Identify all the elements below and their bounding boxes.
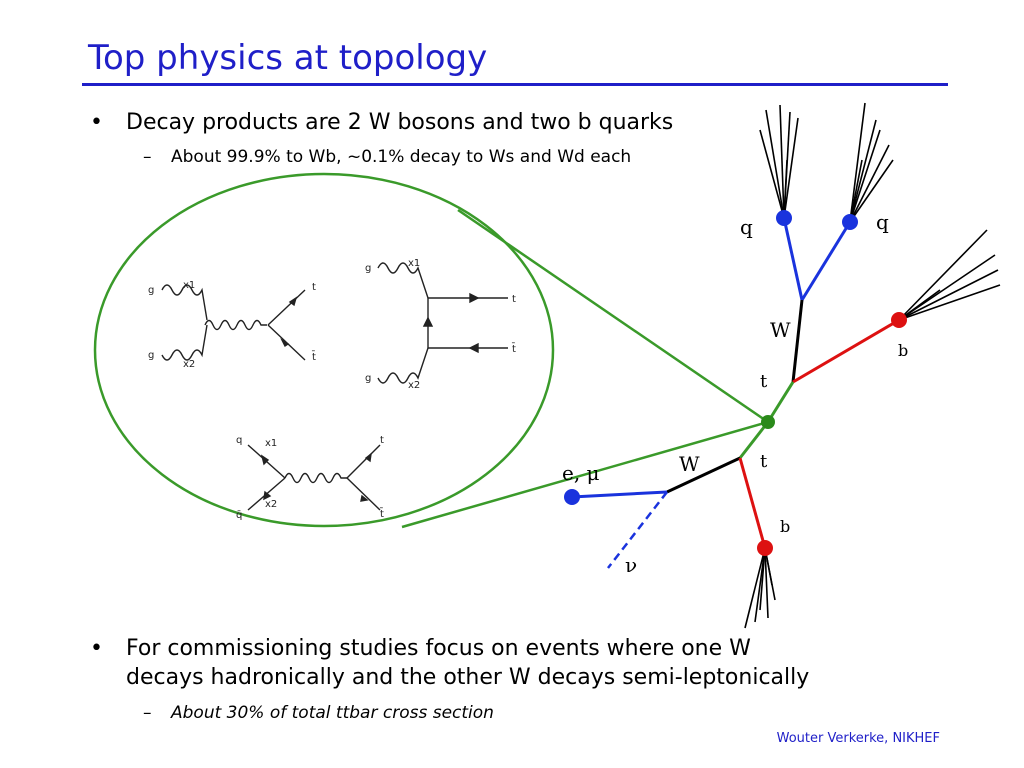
- fd1-x2: x2: [183, 359, 195, 370]
- bullet-2-sub-text: About 30% of total ttbar cross section: [171, 703, 494, 723]
- fd2-x1: x1: [408, 258, 420, 269]
- w-top-line: [791, 299, 804, 383]
- label-w-bottom: W: [679, 452, 700, 476]
- bullet-2-sub: – About 30% of total ttbar cross section: [143, 703, 494, 723]
- label-q1: q: [740, 215, 753, 239]
- bullet-1-text: Decay products are 2 W bosons and two b …: [126, 110, 674, 135]
- t-bottom-line: [738, 421, 770, 459]
- fd2-g2: g: [365, 373, 371, 384]
- bullet-1: • Decay products are 2 W bosons and two …: [90, 110, 674, 135]
- label-t-bottom: t: [760, 451, 768, 472]
- bullet-dot: •: [90, 110, 103, 135]
- neutrino-line: [607, 491, 668, 569]
- title-underline: [82, 83, 948, 86]
- fd3-q: q: [236, 435, 242, 446]
- fd3-t: t: [380, 435, 384, 446]
- fd1-tbar: t̄: [312, 350, 316, 363]
- fd3-tbar: t̄: [380, 507, 384, 520]
- jet-b-top: [898, 229, 1001, 321]
- label-q2: q: [876, 210, 889, 234]
- jet-q1: [759, 104, 799, 219]
- bullet-dot: •: [90, 636, 103, 661]
- bullet-1-sub-text: About 99.9% to Wb, ~0.1% decay to Ws and…: [171, 147, 632, 167]
- fd3-x1: x1: [265, 438, 277, 449]
- feynman-gg-s-channel: [161, 284, 306, 361]
- sub-dash: –: [143, 703, 152, 723]
- lepton-line: [571, 490, 668, 499]
- q2-dot: [842, 214, 858, 230]
- footer-author: Wouter Verkerke, NIKHEF: [776, 731, 940, 746]
- w-bottom-line: [666, 456, 741, 494]
- fd2-x2: x2: [408, 380, 420, 391]
- sub-dash: –: [143, 147, 152, 167]
- t-top-line: [766, 381, 795, 423]
- fd1-t: t: [312, 282, 316, 293]
- fd1-g1: g: [148, 285, 154, 296]
- fd2-tbar: t̄: [512, 342, 516, 355]
- label-w-top: W: [770, 318, 791, 342]
- fd1-x1: x1: [183, 280, 195, 291]
- lepton-dot: [564, 489, 580, 505]
- bullet-2-line-2: decays hadronically and the other W deca…: [126, 665, 810, 690]
- label-t-top: t: [760, 371, 768, 392]
- b-top-dot: [891, 312, 907, 328]
- feynman-qq-s-channel: [247, 444, 381, 511]
- jet-b-bottom: [744, 547, 776, 629]
- label-b-bottom: b: [780, 517, 790, 536]
- b-bottom-dot: [757, 540, 773, 556]
- fd2-t: t: [512, 294, 516, 305]
- feynman-gg-t-channel: [377, 262, 508, 384]
- fd2-g1: g: [365, 263, 371, 274]
- fd3-qbar: q̄: [236, 510, 242, 521]
- slide-title: Top physics at topology: [88, 38, 488, 78]
- b-bottom-line: [738, 457, 767, 549]
- jet-q2: [849, 102, 894, 223]
- fd3-x2: x2: [265, 499, 277, 510]
- q2-line: [800, 221, 852, 301]
- production-vertex: [761, 415, 775, 429]
- bullet-2: • For commissioning studies focus on eve…: [90, 634, 810, 692]
- bullet-1-sub: – About 99.9% to Wb, ~0.1% decay to Ws a…: [143, 147, 632, 167]
- zoom-line-upper: [457, 208, 769, 424]
- label-nu: ν: [625, 553, 637, 577]
- q1-line: [782, 217, 804, 301]
- fd1-g2: g: [148, 350, 154, 361]
- zoom-ellipse: [93, 172, 555, 528]
- label-lepton: e, μ: [562, 461, 600, 485]
- zoom-line-lower: [401, 420, 769, 529]
- b-top-line: [792, 318, 900, 384]
- q1-dot: [776, 210, 792, 226]
- bullet-2-line-1: For commissioning studies focus on event…: [126, 636, 751, 661]
- label-b-top: b: [898, 341, 908, 360]
